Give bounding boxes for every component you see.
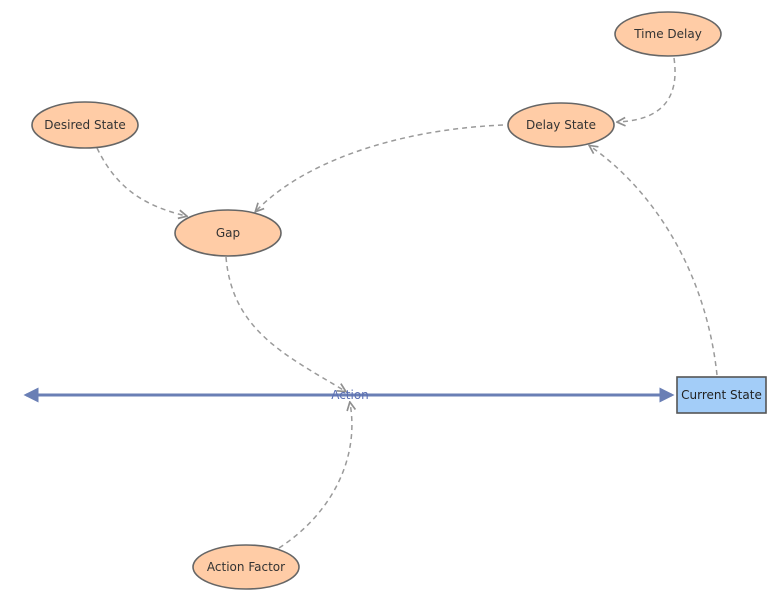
node-time-delay-label: Time Delay (633, 27, 702, 41)
node-delay-state-label: Delay State (526, 118, 596, 132)
node-delay-state[interactable]: Delay State (507, 102, 615, 148)
link-delay-state-to-gap[interactable] (256, 124, 504, 211)
node-desired-state-label: Desired State (44, 118, 125, 132)
node-desired-state[interactable]: Desired State (31, 101, 139, 149)
node-time-delay[interactable]: Time Delay (614, 11, 722, 57)
node-action-factor-label: Action Factor (207, 560, 285, 574)
node-gap[interactable]: Gap (174, 209, 282, 257)
link-current-state-to-delay-state[interactable] (590, 146, 718, 376)
link-time-delay-to-delay-state[interactable] (618, 57, 676, 122)
node-gap-label: Gap (216, 226, 240, 240)
stock-current-state-label: Current State (681, 388, 762, 402)
flow-action-label[interactable]: Action (331, 388, 369, 402)
link-desired-state-to-gap[interactable] (96, 147, 186, 216)
link-gap-to-action[interactable] (225, 256, 345, 391)
node-action-factor[interactable]: Action Factor (192, 544, 300, 590)
link-action-factor-to-action[interactable] (278, 403, 352, 549)
stock-current-state[interactable]: Current State (676, 376, 767, 414)
